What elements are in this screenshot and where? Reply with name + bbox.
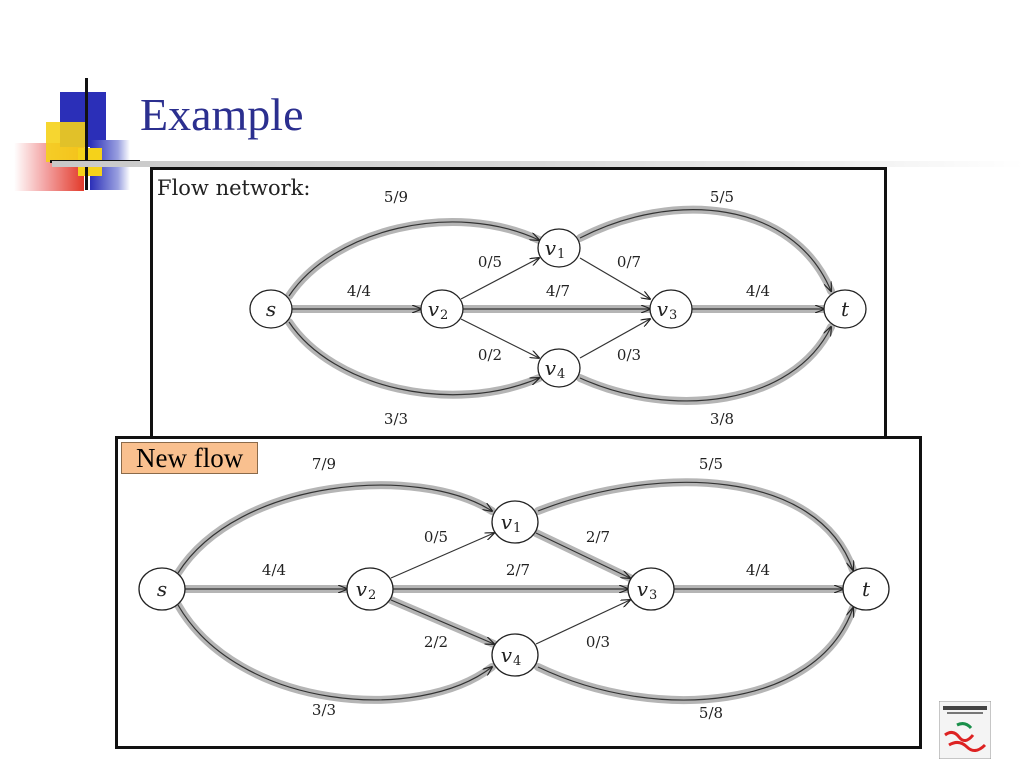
node-t: t [842,567,890,611]
node-s: s [138,567,186,611]
edge-s-v4-label: 3/3 [384,410,408,428]
node-v3-subscript: 3 [669,308,677,323]
edge-v2-v4 [390,599,494,644]
edge-v4-v3 [535,600,630,645]
edge-v1-v3 [535,532,630,578]
flow-network-diagram: 5/9 4/4 3/3 0/5 4/7 0/2 0/7 0/3 5/5 4/4 3/8 s v1 v2 v3… [249,188,867,428]
edge-v4-t-label: 3/8 [710,410,734,428]
edge-s-v1-label: 5/9 [384,188,408,206]
edge-v4-v3 [579,319,650,359]
edge-v2-v3-label: 2/7 [506,561,530,579]
edge-s-v2-label: 4/4 [347,282,371,300]
edge-v4-t-flow-highlight [534,604,857,705]
node-v2-subscript: 2 [368,588,376,603]
edge-v4-v3-label: 0/3 [617,346,641,364]
new-flow-label: New flow [121,442,259,474]
node-v4: v4 [537,348,581,388]
decor-vertical-line [85,78,88,190]
node-v1: v1 [537,228,581,268]
node-v3: v3 [627,567,675,611]
edge-v4-v3-label: 0/3 [586,633,610,651]
edge-v1-v3-label: 2/7 [586,528,610,546]
node-s: s [249,289,293,329]
edge-v2-v4 [460,318,539,358]
edge-v1-v3-label: 0/7 [617,253,641,271]
edge-v2-v1-label: 0/5 [478,253,502,271]
node-v4-subscript: 4 [557,367,565,382]
algorithms-book-cover-icon [939,701,991,759]
edge-v2-v1 [390,533,494,579]
flow-network-label: Flow network: [157,176,311,200]
edge-v4-t [579,327,831,402]
edge-v1-v3 [579,257,650,299]
edge-v1-t-label: 5/5 [710,188,734,206]
node-v1-subscript: 1 [513,521,521,536]
edge-v3-t-label: 4/4 [746,561,770,579]
edge-s-v4 [288,321,539,396]
edge-v1-t-label: 5/5 [699,455,723,473]
edge-v2-v1 [460,258,539,300]
edge-v3-t-label: 4/4 [746,282,770,300]
new-flow-panel: 7/9 4/4 3/3 0/5 2/7 2/2 2/7 0/3 5/5 4/4 5/8 s v1 v2 v3… [115,436,922,749]
node-t: t [823,289,867,329]
edge-v4-t [537,608,853,701]
edge-v1-t [537,481,853,570]
node-v3-subscript: 3 [649,588,657,603]
node-v1-subscript: 1 [557,247,565,262]
edge-v4-t-label: 5/8 [699,704,723,722]
edge-v1-t [579,209,831,291]
slide-title: Example [140,89,304,140]
node-v3: v3 [649,289,693,329]
node-v2-subscript: 2 [440,308,448,323]
node-s-label: s [157,577,167,601]
node-s-label: s [266,297,276,321]
edge-v2-v4-label: 2/2 [424,633,448,651]
new-flow-diagram: 7/9 4/4 3/3 0/5 2/7 2/2 2/7 0/3 5/5 4/4 5/8 s v1 v2 v3… [138,455,890,722]
node-t-label: t [862,577,871,601]
title-underline [52,161,1024,167]
edge-v2-v1-label: 0/5 [424,528,448,546]
node-v4: v4 [491,633,539,677]
edge-s-v1-label: 7/9 [312,455,336,473]
edge-s-v2-label: 4/4 [262,561,286,579]
edge-s-v1 [177,484,492,574]
node-v2: v2 [420,289,464,329]
node-v1: v1 [491,500,539,544]
edge-s-v4 [177,604,492,701]
node-v4-subscript: 4 [513,654,521,669]
edge-s-v1 [288,221,539,297]
node-t-label: t [841,297,850,321]
edge-s-v4-label: 3/3 [312,701,336,719]
edge-v2-v4-label: 0/2 [478,346,502,364]
node-v2: v2 [346,567,394,611]
edge-v2-v3-label: 4/7 [546,282,570,300]
